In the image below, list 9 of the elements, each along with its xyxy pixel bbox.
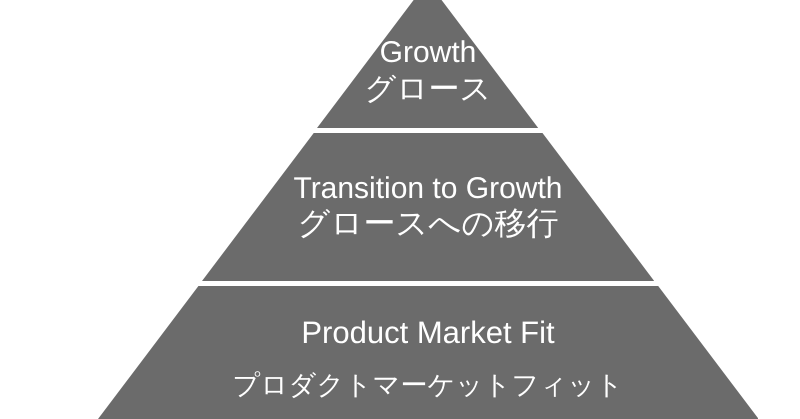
pyramid-tier: [98, 286, 758, 419]
pyramid-tier: [317, 0, 539, 128]
tier-title: Transition to Growth: [293, 172, 562, 206]
pyramid-tier: [202, 133, 654, 281]
tier-title: Growth: [380, 36, 476, 70]
tier-title: Product Market Fit: [301, 316, 555, 350]
tier-subtitle: グロースへの移行: [297, 206, 558, 240]
tier-subtitle: プロダクトマーケットフィット: [232, 369, 624, 402]
tier-subtitle: グロース: [364, 72, 492, 106]
